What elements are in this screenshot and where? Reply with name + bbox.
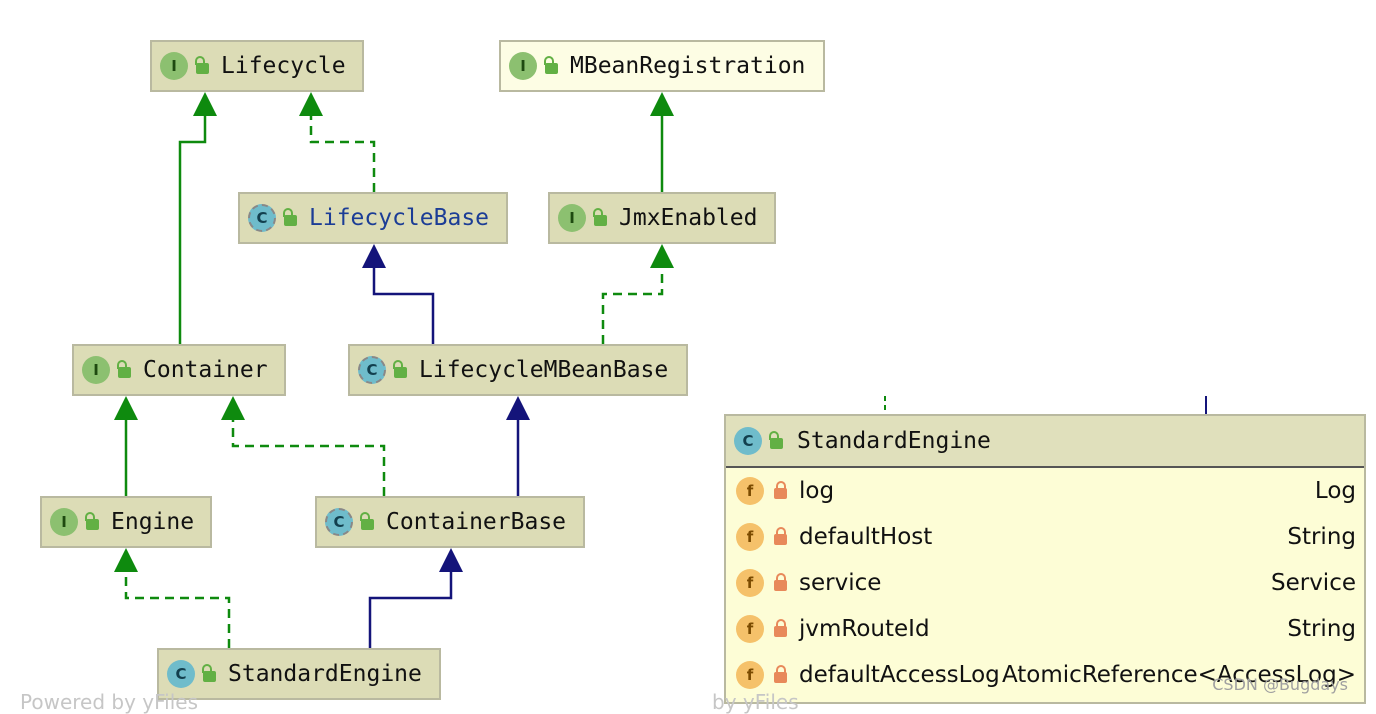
watermark: CSDN @Bugdays [1212, 675, 1348, 694]
node-standardengine[interactable]: C StandardEngine [157, 648, 441, 700]
interface-icon: I [509, 52, 537, 80]
field-name: service [799, 570, 882, 596]
abstract-class-icon: C [358, 356, 386, 384]
footer-right: by yFiles [712, 690, 799, 714]
field-row[interactable]: f service Service [726, 560, 1364, 606]
detail-header[interactable]: C StandardEngine [726, 416, 1364, 468]
node-mbeanregistration[interactable]: I MBeanRegistration [499, 40, 825, 92]
node-label: Engine [111, 509, 195, 535]
private-lock-icon [774, 527, 787, 545]
edge-containerbase-lifecyclembeanbase [506, 396, 530, 496]
public-lock-icon [195, 56, 209, 74]
field-type: Service [1270, 570, 1356, 596]
edge-jmxenabled-mbeanregistration [650, 92, 674, 192]
edge-containerbase-container [221, 396, 386, 496]
field-icon: f [736, 569, 764, 597]
node-label: Container [143, 357, 268, 383]
public-lock-icon [769, 431, 783, 449]
node-jmxenabled[interactable]: I JmxEnabled [548, 192, 776, 244]
field-icon: f [736, 477, 764, 505]
field-name: jvmRouteId [799, 616, 930, 642]
node-label: LifecycleMBeanBase [419, 357, 669, 383]
public-lock-icon [593, 208, 607, 226]
abstract-class-icon: C [248, 204, 276, 232]
interface-icon: I [82, 356, 110, 384]
field-row[interactable]: f defaultAccessLog AtomicReference<Acces… [726, 652, 1364, 698]
field-row[interactable]: f defaultHost String [726, 514, 1364, 560]
field-name: log [799, 478, 835, 504]
private-lock-icon [774, 665, 787, 683]
abstract-class-icon: C [325, 508, 353, 536]
field-name: defaultHost [799, 524, 933, 550]
edge-lifecyclebase-lifecycle [299, 92, 376, 192]
interface-icon: I [50, 508, 78, 536]
node-label: Lifecycle [221, 53, 346, 79]
node-label: LifecycleBase [309, 205, 490, 231]
detail-title: StandardEngine [797, 428, 991, 454]
field-type: String [1287, 524, 1356, 550]
edge-lifecyclembeanbase-jmxenabled [601, 244, 674, 344]
node-engine[interactable]: I Engine [40, 496, 212, 548]
public-lock-icon [393, 360, 407, 378]
class-detail-panel[interactable]: C StandardEngine f log Log f defaultHost… [724, 414, 1366, 704]
field-icon: f [736, 523, 764, 551]
field-row[interactable]: f log Log [726, 468, 1364, 514]
edge-standardengine-containerbase [368, 548, 463, 648]
public-lock-icon [117, 360, 131, 378]
field-type: Log [1314, 478, 1356, 504]
node-containerbase[interactable]: C ContainerBase [315, 496, 585, 548]
field-type: String [1287, 616, 1356, 642]
edge-container-lifecycle [178, 92, 217, 344]
field-row[interactable]: f jvmRouteId String [726, 606, 1364, 652]
class-icon: C [734, 427, 762, 455]
edge-lifecyclembeanbase-lifecyclebase [362, 244, 435, 344]
public-lock-icon [544, 56, 558, 74]
private-lock-icon [774, 619, 787, 637]
field-name: defaultAccessLog [799, 662, 1000, 688]
field-type: AtomicReference<AccessLog> [1001, 662, 1356, 688]
node-label: MBeanRegistration [570, 53, 806, 79]
public-lock-icon [85, 512, 99, 530]
node-label: ContainerBase [386, 509, 567, 535]
interface-icon: I [558, 204, 586, 232]
node-container[interactable]: I Container [72, 344, 286, 396]
field-icon: f [736, 661, 764, 689]
node-lifecyclebase[interactable]: C LifecycleBase [238, 192, 508, 244]
private-lock-icon [774, 573, 787, 591]
edge-standardengine-engine [114, 548, 231, 648]
field-icon: f [736, 615, 764, 643]
node-label: StandardEngine [228, 661, 422, 687]
node-label: JmxEnabled [619, 205, 758, 231]
node-lifecyclembeanbase[interactable]: C LifecycleMBeanBase [348, 344, 688, 396]
public-lock-icon [283, 208, 297, 226]
node-lifecycle[interactable]: I Lifecycle [150, 40, 364, 92]
edge-engine-container [114, 396, 138, 496]
public-lock-icon [202, 664, 216, 682]
class-icon: C [167, 660, 195, 688]
interface-icon: I [160, 52, 188, 80]
private-lock-icon [774, 481, 787, 499]
footer-left: Powered by yFiles [20, 690, 198, 714]
public-lock-icon [360, 512, 374, 530]
